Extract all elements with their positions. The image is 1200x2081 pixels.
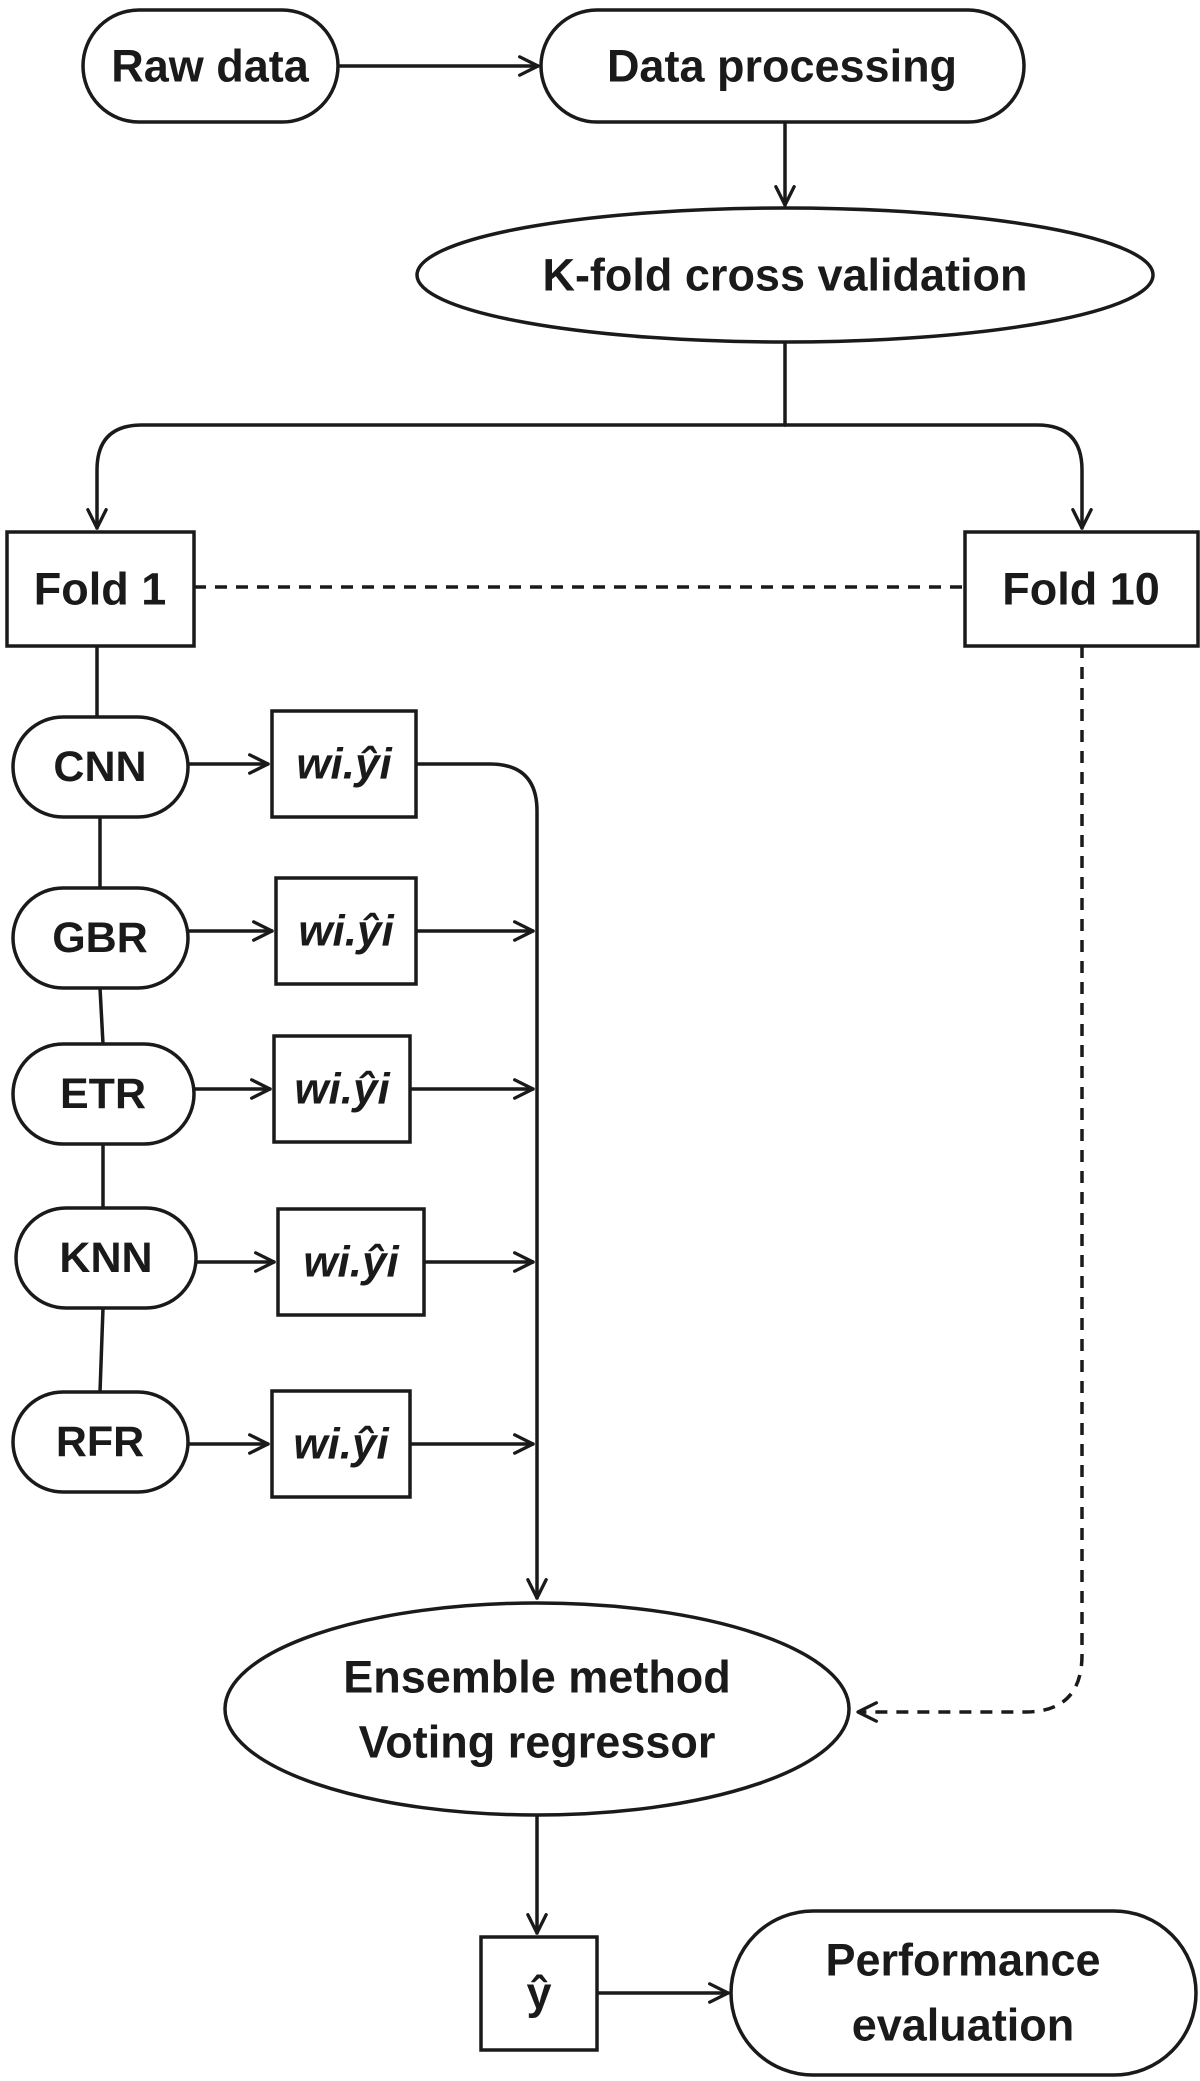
edge-kfold-to-fold1 <box>86 423 787 530</box>
data-processing-label: Data processing <box>607 41 957 92</box>
edge-fold10-to-ensemble-dashed <box>856 646 1084 1723</box>
edge-spine-knn-rfr <box>98 1306 105 1394</box>
ensemble-label-line1: Ensemble method <box>343 1652 731 1703</box>
data-processing-node: Data processing <box>539 8 1026 124</box>
model-gbr-node: GBR <box>11 886 190 990</box>
fold1-node: Fold 1 <box>5 530 196 648</box>
model-knn-node: KNN <box>14 1206 198 1310</box>
edge-kfold-to-fold10 <box>783 423 1093 530</box>
model-rfr-node: RFR <box>11 1390 190 1494</box>
weight-label-rfr: wi.ŷi <box>293 1420 389 1469</box>
model-gbr-label: GBR <box>52 914 148 962</box>
performance-node: Performance evaluation <box>729 1909 1198 2077</box>
performance-label-line2: evaluation <box>852 2000 1075 2051</box>
edge-cnn-weight-to-ensemble <box>414 762 548 1600</box>
kfold-label: K-fold cross validation <box>542 250 1027 301</box>
weight-box-etr: wi.ŷi <box>272 1034 412 1144</box>
fold10-label: Fold 10 <box>1002 564 1160 615</box>
performance-label-line1: Performance <box>825 1935 1100 1986</box>
weight-box-rfr: wi.ŷi <box>270 1389 412 1499</box>
model-etr-label: ETR <box>60 1070 146 1118</box>
kfold-node: K-fold cross validation <box>415 206 1155 344</box>
weight-label-cnn: wi.ŷi <box>296 740 392 789</box>
edge-spine-gbr-etr <box>98 986 105 1046</box>
yhat-label: ŷ <box>526 1968 551 2019</box>
fold10-node: Fold 10 <box>963 530 1200 648</box>
model-etr-node: ETR <box>11 1042 196 1146</box>
weight-box-knn: wi.ŷi <box>276 1207 426 1317</box>
raw-data-node: Raw data <box>81 8 340 124</box>
fold1-label: Fold 1 <box>34 564 167 615</box>
edges <box>86 55 1093 2004</box>
model-cnn-node: CNN <box>11 715 190 819</box>
model-knn-label: KNN <box>59 1234 152 1282</box>
weight-box-cnn: wi.ŷi <box>270 709 418 819</box>
weight-label-etr: wi.ŷi <box>294 1065 390 1114</box>
ensemble-label-line2: Voting regressor <box>359 1717 716 1768</box>
ensemble-node: Ensemble method Voting regressor <box>223 1601 851 1817</box>
weight-label-gbr: wi.ŷi <box>298 907 394 956</box>
model-rfr-label: RFR <box>56 1418 144 1466</box>
model-cnn-label: CNN <box>53 743 146 791</box>
weight-box-gbr: wi.ŷi <box>274 876 418 986</box>
yhat-node: ŷ <box>479 1935 599 2052</box>
weight-label-knn: wi.ŷi <box>303 1238 399 1287</box>
raw-data-label: Raw data <box>111 41 310 92</box>
